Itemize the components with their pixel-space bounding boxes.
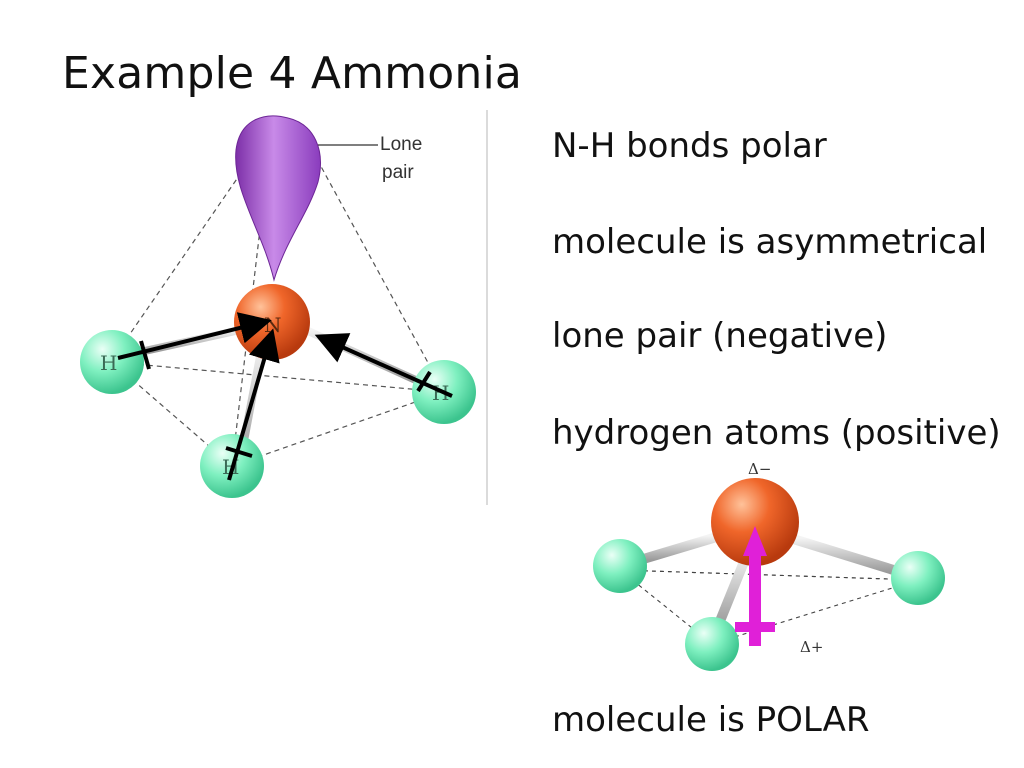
slide-title: Example 4 Ammonia (62, 48, 523, 99)
delta-negative-label: Δ− (748, 460, 771, 478)
bond-dipole-arrows (117, 312, 453, 481)
small-nitrogen-atom (711, 478, 799, 566)
ammonia-net-dipole-diagram: Δ− Δ+ (593, 460, 945, 671)
net-dipole-arrow (735, 526, 775, 646)
small-hydrogen-left (593, 539, 647, 593)
small-dashed-edges (619, 569, 919, 645)
lone-pair-label-line2: pair (382, 162, 414, 183)
statement-hydrogen-positive: hydrogen atoms (positive) (552, 413, 1001, 453)
dipole-arrow-left (117, 312, 272, 370)
small-hydrogen-right (891, 551, 945, 605)
delta-positive-label: Δ+ (800, 638, 823, 656)
ammonia-tetrahedral-diagram: Lone pair N H H H (80, 115, 476, 498)
statement-conclusion: molecule is POLAR (552, 700, 870, 740)
nitrogen-label: N (264, 313, 282, 337)
small-hydrogen-front (685, 617, 739, 671)
lone-pair-lobe (235, 115, 321, 282)
small-bonds (635, 531, 905, 631)
statement-bonds-polar: N-H bonds polar (552, 126, 827, 166)
statement-lone-pair: lone pair (negative) (552, 316, 888, 356)
lone-pair-label-line1: Lone (380, 134, 422, 155)
statement-asymmetrical: molecule is asymmetrical (552, 222, 988, 262)
dipole-arrow-right (314, 333, 453, 398)
dipole-arrow-bottom (225, 328, 280, 481)
hydrogen-atom-left (80, 330, 144, 394)
hydrogen-label-left: H (100, 351, 117, 375)
